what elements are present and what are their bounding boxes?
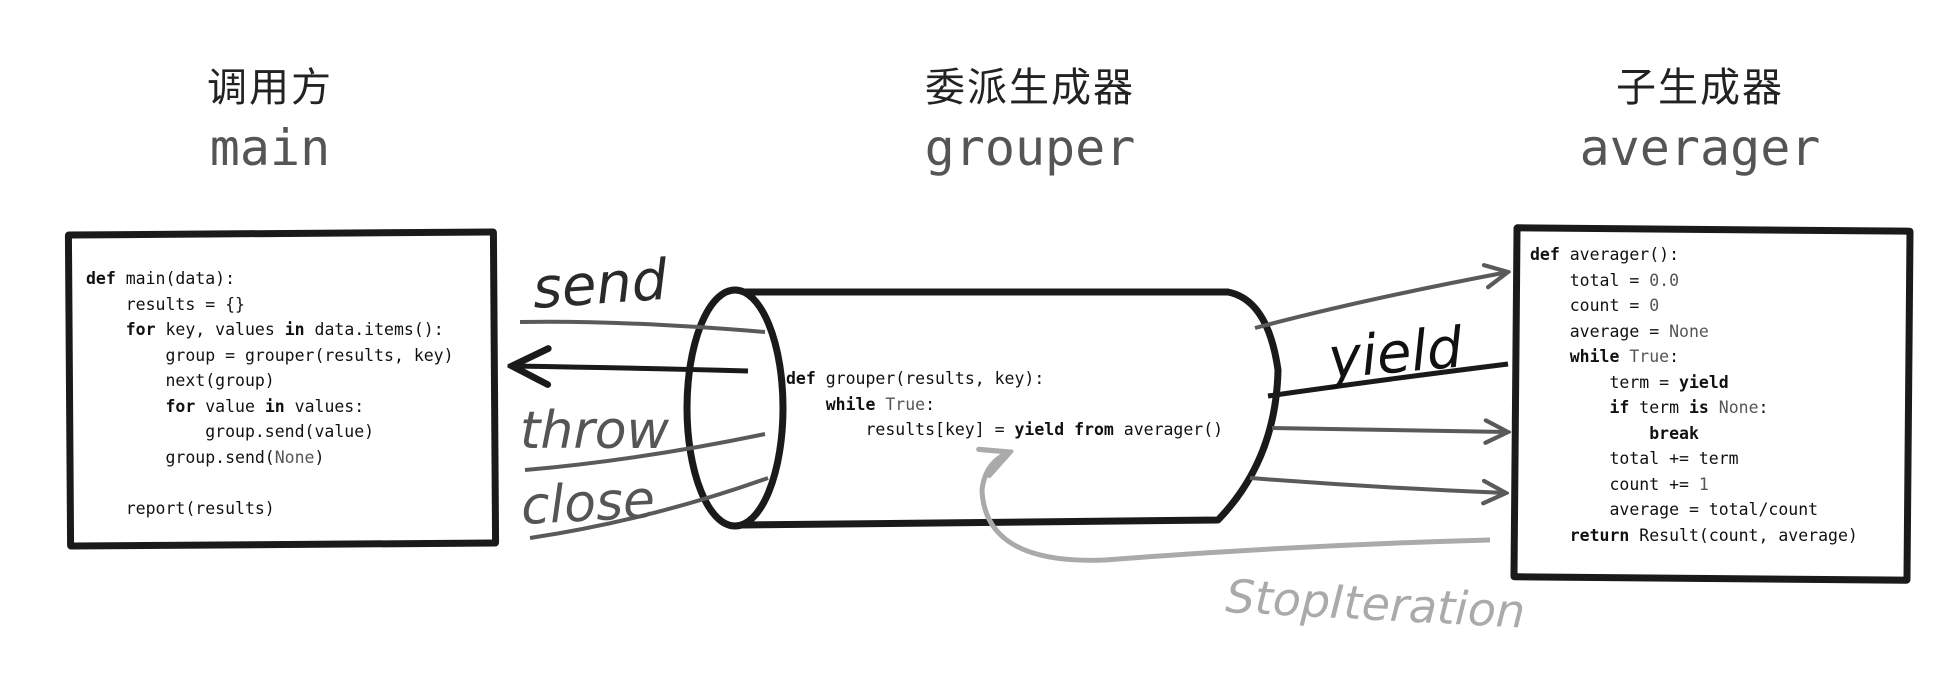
close-to-averager-arrow — [1249, 476, 1506, 493]
code-line: group.send(value) — [86, 422, 375, 441]
code-line: average = total/count — [1530, 500, 1819, 519]
code-line: if term is None: — [1530, 398, 1769, 417]
close-arrow-line — [529, 476, 769, 540]
code-line: total += term — [1530, 449, 1739, 468]
delegating-heading-cn: 委派生成器 — [925, 65, 1135, 111]
code-line: while True: — [1530, 347, 1680, 366]
subgen-heading-cn: 子生成器 — [1616, 65, 1784, 111]
pipe-body — [741, 288, 1282, 529]
code-line: for key, values in data.items(): — [86, 320, 444, 339]
averager-code: def averager(): total = 0.0 count = 0 av… — [1530, 242, 1858, 548]
send-label: send — [530, 248, 669, 322]
code-line: def grouper(results, key): — [786, 369, 1045, 388]
return-to-main-arrow — [512, 366, 749, 371]
code-line: while True: — [786, 394, 936, 414]
send-to-averager-arrow — [1254, 272, 1508, 330]
stop-iteration-arrow — [982, 452, 1491, 563]
yield-label: yield — [1324, 315, 1466, 392]
delegating-generator-heading: 委派生成器 grouper — [840, 55, 1220, 177]
stop-iteration-label: StopIteration — [1224, 569, 1526, 639]
pipe-opening — [683, 286, 787, 530]
caller-heading: 调用方 main — [140, 55, 400, 177]
subgen-heading-en: averager — [1579, 119, 1821, 177]
code-line: break — [1530, 423, 1699, 443]
code-line: count += 1 — [1530, 474, 1709, 494]
code-line: return Result(count, average) — [1530, 525, 1858, 545]
code-line: report(results) — [86, 498, 275, 518]
subgenerator-heading: 子生成器 averager — [1520, 55, 1880, 177]
code-line: total = 0.0 — [1530, 270, 1680, 290]
code-line: def main(data): — [86, 269, 236, 288]
grouper-code: def grouper(results, key): while True: r… — [786, 366, 1223, 443]
main-code: def main(data): results = {} for key, va… — [86, 266, 454, 521]
code-line: average = None — [1530, 321, 1709, 341]
throw-to-averager-arrow — [1271, 428, 1508, 432]
code-line: results = {} — [86, 294, 245, 314]
code-line: def averager(): — [1530, 245, 1680, 264]
code-line: group.send(None) — [86, 447, 325, 467]
throw-label: throw — [520, 401, 670, 461]
code-line: results[key] = yield from averager() — [786, 420, 1224, 439]
close-label: close — [520, 470, 657, 537]
code-line — [86, 470, 454, 496]
throw-arrow-line — [524, 432, 766, 472]
code-line: next(group) — [86, 371, 275, 390]
code-line: term = yield — [1530, 372, 1729, 392]
caller-heading-cn: 调用方 — [207, 65, 333, 111]
code-line: count = 0 — [1530, 296, 1660, 315]
send-arrow-line — [519, 319, 766, 334]
code-line: for value in values: — [86, 396, 365, 416]
caller-heading-en: main — [209, 119, 331, 177]
delegating-heading-en: grouper — [924, 119, 1136, 177]
code-line: group = grouper(results, key) — [86, 345, 454, 365]
yield-arrow — [1267, 361, 1509, 399]
